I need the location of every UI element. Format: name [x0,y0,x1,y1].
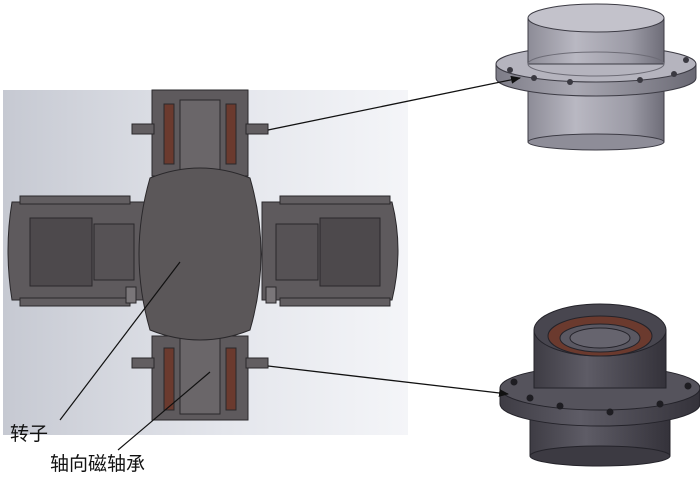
left-housing-cavity-outer [29,217,93,287]
rotor-label: 转子 [10,423,49,445]
top-part-bolt-holes [507,57,689,85]
left-housing-cavity-inner [93,223,135,281]
right-housing-cavity-outer [319,217,381,287]
leader-arrow-top [267,75,521,131]
cross-section-assembly [7,89,399,421]
pin-detail [265,286,277,304]
right-flange-step [279,195,391,205]
bolt-hole [656,400,664,408]
top-part-lower-cylinder-base [527,133,665,151]
bolt-hole [526,394,534,402]
axial-bearing-label: 轴向磁轴承 [50,453,146,475]
upper-bearing-shaft-bore [179,99,221,177]
right-foot-step [279,297,391,307]
bottom-part-bolt-holes [510,378,692,416]
bolt-hole [507,67,513,73]
left-flange-step [19,195,131,205]
leader-arrow-bottom [267,365,509,397]
upper-bearing-flange-left [131,123,155,135]
right-housing-cavity-inner [275,223,319,281]
bolt-hole [683,57,689,63]
lower-coil-left [163,347,175,411]
bolt-hole [671,71,677,77]
bolt-hole [684,382,692,390]
leader-line-rotor [59,261,181,421]
lower-bearing-shaft-bore [179,335,221,415]
bolt-hole [606,408,614,416]
pin-detail [125,286,137,304]
upper-coil-left [163,103,175,165]
lower-bearing-flange-left [131,357,155,369]
bolt-hole [637,77,643,83]
upper-coil-right [225,103,237,165]
bottom-part-center-disc [569,327,631,349]
bearing-part-top [495,3,697,151]
leader-line-axial-bearing [117,371,211,451]
upper-bearing-flange-right [245,123,269,135]
top-part-cylinder-lower-edge [527,51,665,77]
top-part-cylinder-top [527,3,665,33]
lower-coil-right [225,347,237,411]
bearing-part-bottom [499,303,700,467]
bolt-hole [556,402,564,410]
left-foot-step [19,297,131,307]
rotor-body [138,167,262,341]
bolt-hole [567,79,573,85]
bolt-hole [510,378,518,386]
bottom-part-lower-cylinder-base [529,445,671,467]
bolt-hole [531,75,537,81]
lower-bearing-flange-right [245,357,269,369]
